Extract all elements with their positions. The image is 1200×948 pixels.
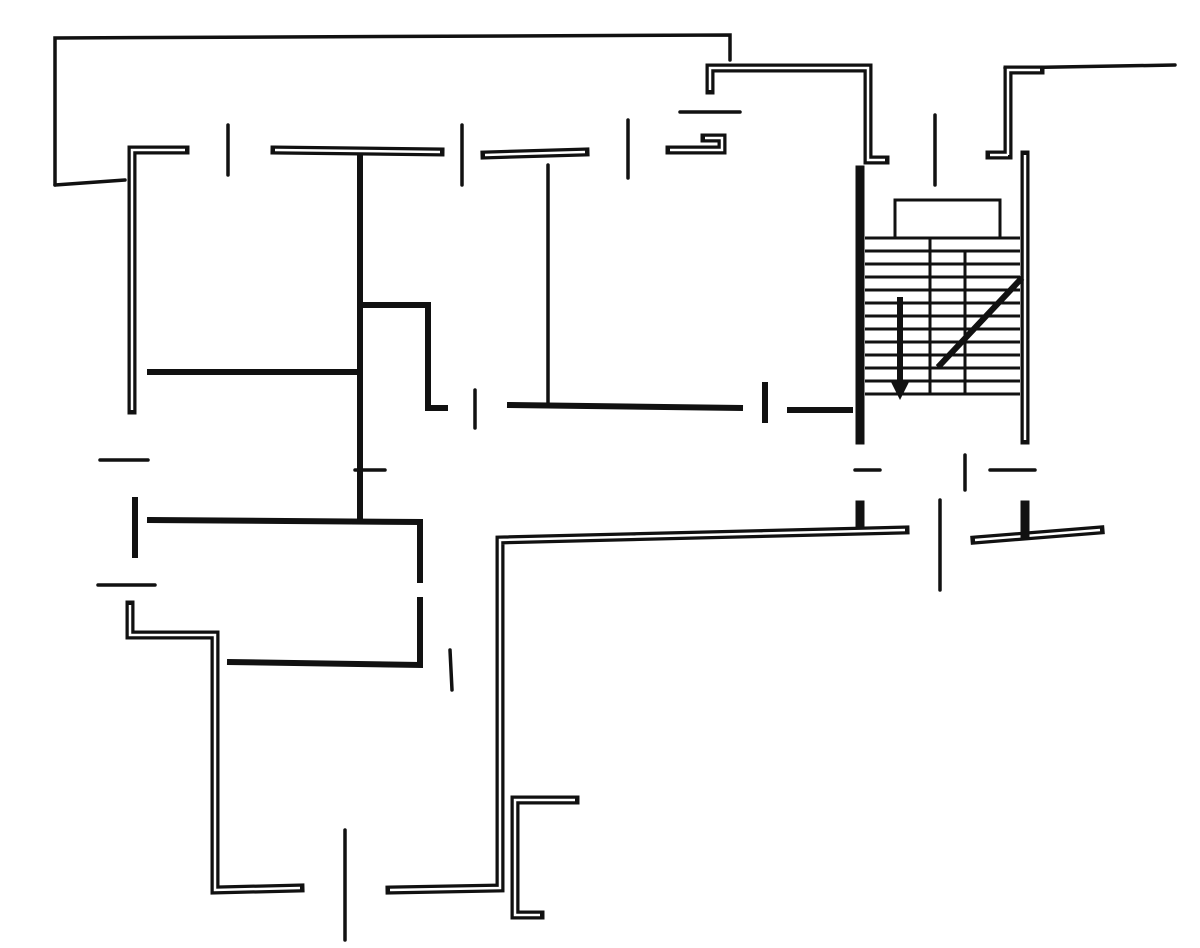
interior-walls xyxy=(132,155,853,669)
stair-arrow-diagonal xyxy=(935,275,1025,370)
staircase xyxy=(865,198,1025,400)
double-walls xyxy=(125,63,1105,920)
door-openings xyxy=(96,110,1037,942)
